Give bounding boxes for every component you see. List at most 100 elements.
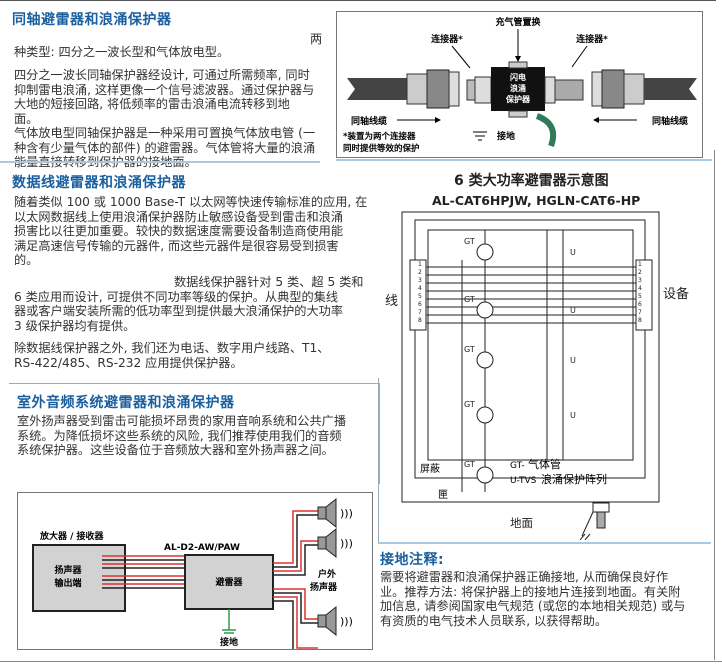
connector-body-left — [406, 73, 428, 105]
coax-para3: 气体放电型同轴保护器是一种采用可置换气体放电管 (一 种含有少量气体的部件) 的… — [14, 126, 316, 169]
connector-thread-right — [554, 79, 584, 101]
data-line-section-title: 数据线避雷器和浪涌保护器 — [12, 175, 186, 191]
gt-label-5: GT — [464, 460, 475, 469]
gas-tube-3 — [476, 351, 494, 369]
audio-para: 室外扬声器受到雷击可能损坏昂贵的家用音响系统和公共广播 系统。为降低损坏这些系统… — [17, 414, 347, 457]
svg-text:5: 5 — [638, 293, 642, 300]
legend-u-key: U-TVS — [510, 476, 537, 486]
gt-label-3: GT — [464, 345, 475, 354]
amp-inner-line2: 输出端 — [54, 577, 81, 589]
svg-text:8: 8 — [638, 317, 642, 324]
gas-tubes — [476, 243, 494, 484]
note-line1: *装置为两个连接器 — [343, 131, 416, 142]
section-divider-right — [336, 159, 712, 161]
svg-text:1: 1 — [418, 261, 422, 268]
legend-u-text: 浪涌保护阵列 — [541, 472, 607, 486]
speakers-label-line1: 户外 — [318, 568, 336, 580]
u-label-2: U — [570, 306, 576, 315]
device-label-line1: 闪电 — [510, 72, 526, 82]
svg-text:4: 4 — [638, 285, 642, 292]
speaker-icons — [317, 497, 337, 637]
ground-screw-icon — [580, 502, 610, 540]
arrester-ground-label: 接地 — [220, 636, 238, 648]
arrester-model: AL-D2-AW/PAW — [164, 543, 240, 553]
legend-gt-text: 气体管 — [528, 457, 561, 471]
grounding-divider — [378, 542, 711, 544]
sound-waves-2: ))) — [340, 537, 353, 550]
equipment-side-label: 设备 — [663, 287, 690, 302]
shield-label: 屏蔽 — [420, 463, 440, 475]
amplifier-box — [32, 544, 126, 612]
gas-tube-label: 充气管置换 — [495, 16, 541, 28]
data-line-para2: 数据线保护器针对 5 类、超 5 类和 6 类应用而设计, 可提供不同功率等级的… — [14, 275, 364, 333]
audio-diagram: 放大器 / 接收器 扬声器 输出端 AL-D2-AW/PAW 避雷器 接地 — [32, 497, 353, 653]
svg-text:7: 7 — [418, 309, 422, 316]
note-line2: 同时提供等效的保护 — [343, 143, 420, 154]
line-connector — [409, 259, 427, 331]
sound-waves-3: ))) — [340, 615, 353, 628]
ground-label: 接地 — [497, 130, 515, 142]
amp-inner-line1: 扬声器 — [54, 564, 82, 576]
equipment-connector — [635, 259, 653, 331]
connector-body-right — [623, 73, 645, 105]
svg-text:2: 2 — [418, 269, 422, 276]
svg-text:3: 3 — [638, 277, 642, 284]
svg-text:4: 4 — [418, 285, 422, 292]
connector-right-label: 连接器* — [576, 33, 608, 45]
case-label: 匣 — [438, 489, 448, 501]
cat6-title: 6 类大功率避雷器示意图 — [454, 173, 609, 189]
cat6-models: AL-CAT6HPJW, HGLN-CAT6-HP — [432, 193, 641, 208]
u-label-3: U — [570, 356, 576, 365]
coax-diagram: 闪电 浪涌 保护器 充气管置换 连接器* 连接器* 同轴线缆 同轴线缆 接地 *… — [343, 16, 697, 154]
gt-label-1: GT — [464, 237, 475, 246]
grounding-title: 接地注释: — [380, 552, 445, 568]
line-side-label: 线 — [385, 294, 399, 309]
top-border — [0, 0, 716, 1]
connector-knurl-right — [601, 69, 625, 109]
bottom-border — [0, 661, 722, 662]
sound-waves-1: ))) — [340, 507, 353, 520]
ground-surface-label: 地面 — [510, 516, 533, 530]
svg-text:3: 3 — [418, 277, 422, 284]
data-line-para1: 随着类似 100 或 1000 Base-T 以太网等快速传输标准的应用, 在 … — [14, 195, 368, 267]
pin-numbers: 1 2 3 4 5 6 7 8 1 2 3 4 5 6 7 8 — [418, 261, 642, 324]
right-border — [714, 150, 715, 660]
svg-text:8: 8 — [418, 317, 422, 324]
cat6-box-left-border — [378, 378, 712, 543]
ground-wire — [535, 113, 557, 148]
gas-tube-2 — [476, 301, 494, 319]
data-line-para3: 除数据线保护器之外, 我们还为电话、数字用户线路、T1、 RS-422/485、… — [14, 341, 330, 370]
coax-para1: 种类型: 四分之一波长型和气体放电型。 — [14, 45, 230, 59]
gt-label-4: GT — [464, 400, 475, 409]
audio-section-box — [9, 383, 380, 484]
audio-section-title: 室外音频系统避雷器和浪涌保护器 — [17, 395, 235, 411]
audio-figure: 放大器 / 接收器 扬声器 输出端 AL-D2-AW/PAW 避雷器 接地 — [17, 492, 373, 653]
connector-knurl-left — [426, 69, 450, 109]
coax-figure: 闪电 浪涌 保护器 充气管置换 连接器* 连接器* 同轴线缆 同轴线缆 接地 *… — [336, 11, 703, 158]
shield-outline — [414, 219, 646, 479]
svg-text:6: 6 — [638, 301, 642, 308]
speaker-wires — [273, 510, 318, 653]
surge-protector-device — [491, 67, 545, 111]
coax-cable-right — [644, 78, 697, 100]
speakers-label-line2: 扬声器 — [310, 581, 338, 593]
u-label-1: U — [570, 248, 576, 257]
svg-text:6: 6 — [418, 301, 422, 308]
cable-left-label: 同轴线缆 — [351, 115, 387, 127]
arrester-box — [184, 554, 274, 610]
svg-text:1: 1 — [638, 261, 642, 268]
coax-para1-end: 两 — [310, 32, 323, 46]
svg-text:2: 2 — [638, 269, 642, 276]
coax-cable-left — [347, 78, 407, 100]
coax-para2: 四分之一波长同轴保护器经设计, 可通过所需频率, 同时 抑制雷电浪涌, 这样更像… — [14, 68, 315, 126]
gas-tube-4 — [476, 406, 494, 424]
gas-tube-5 — [476, 466, 494, 484]
coax-section-title: 同轴避雷器和浪涌保护器 — [12, 12, 172, 28]
svg-text:7: 7 — [638, 309, 642, 316]
legend-gt-key: GT- — [510, 461, 525, 471]
grounding-para: 需要将避雷器和浪涌保护器正确接地, 从而确保良好作 业。推荐方法: 将保护器上的… — [380, 570, 686, 628]
gas-tube-1 — [476, 243, 494, 261]
device-label-line2: 浪涌 — [510, 83, 526, 93]
amp-wires — [102, 555, 185, 589]
arrester-label: 避雷器 — [215, 576, 243, 588]
